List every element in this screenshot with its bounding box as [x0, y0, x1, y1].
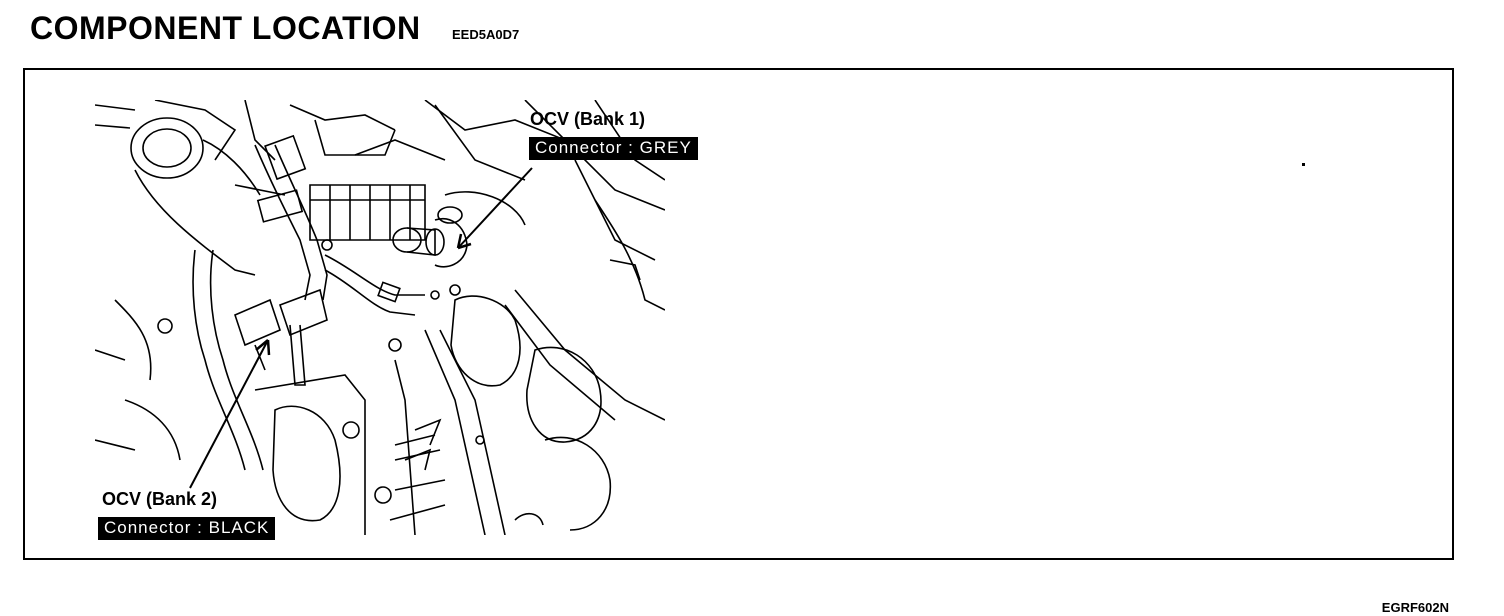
ocv-bank2-connector-label: Connector : BLACK — [98, 517, 276, 540]
ocv-bank1-connector-label: Connector : GREY — [529, 137, 698, 160]
engine-illustration — [95, 100, 665, 535]
page-title: COMPONENT LOCATION — [30, 10, 421, 46]
section-code: EED5A0D7 — [452, 27, 520, 42]
figure-code: EGRF602N — [1381, 600, 1449, 615]
arrow-bank2 — [189, 339, 269, 489]
scan-speck — [1302, 163, 1305, 166]
ocv-bank2-label: OCV (Bank 2) — [102, 489, 218, 509]
arrow-bank1 — [457, 167, 533, 249]
figure-frame — [23, 68, 1454, 560]
ocv-bank1-label: OCV (Bank 1) — [530, 109, 646, 129]
